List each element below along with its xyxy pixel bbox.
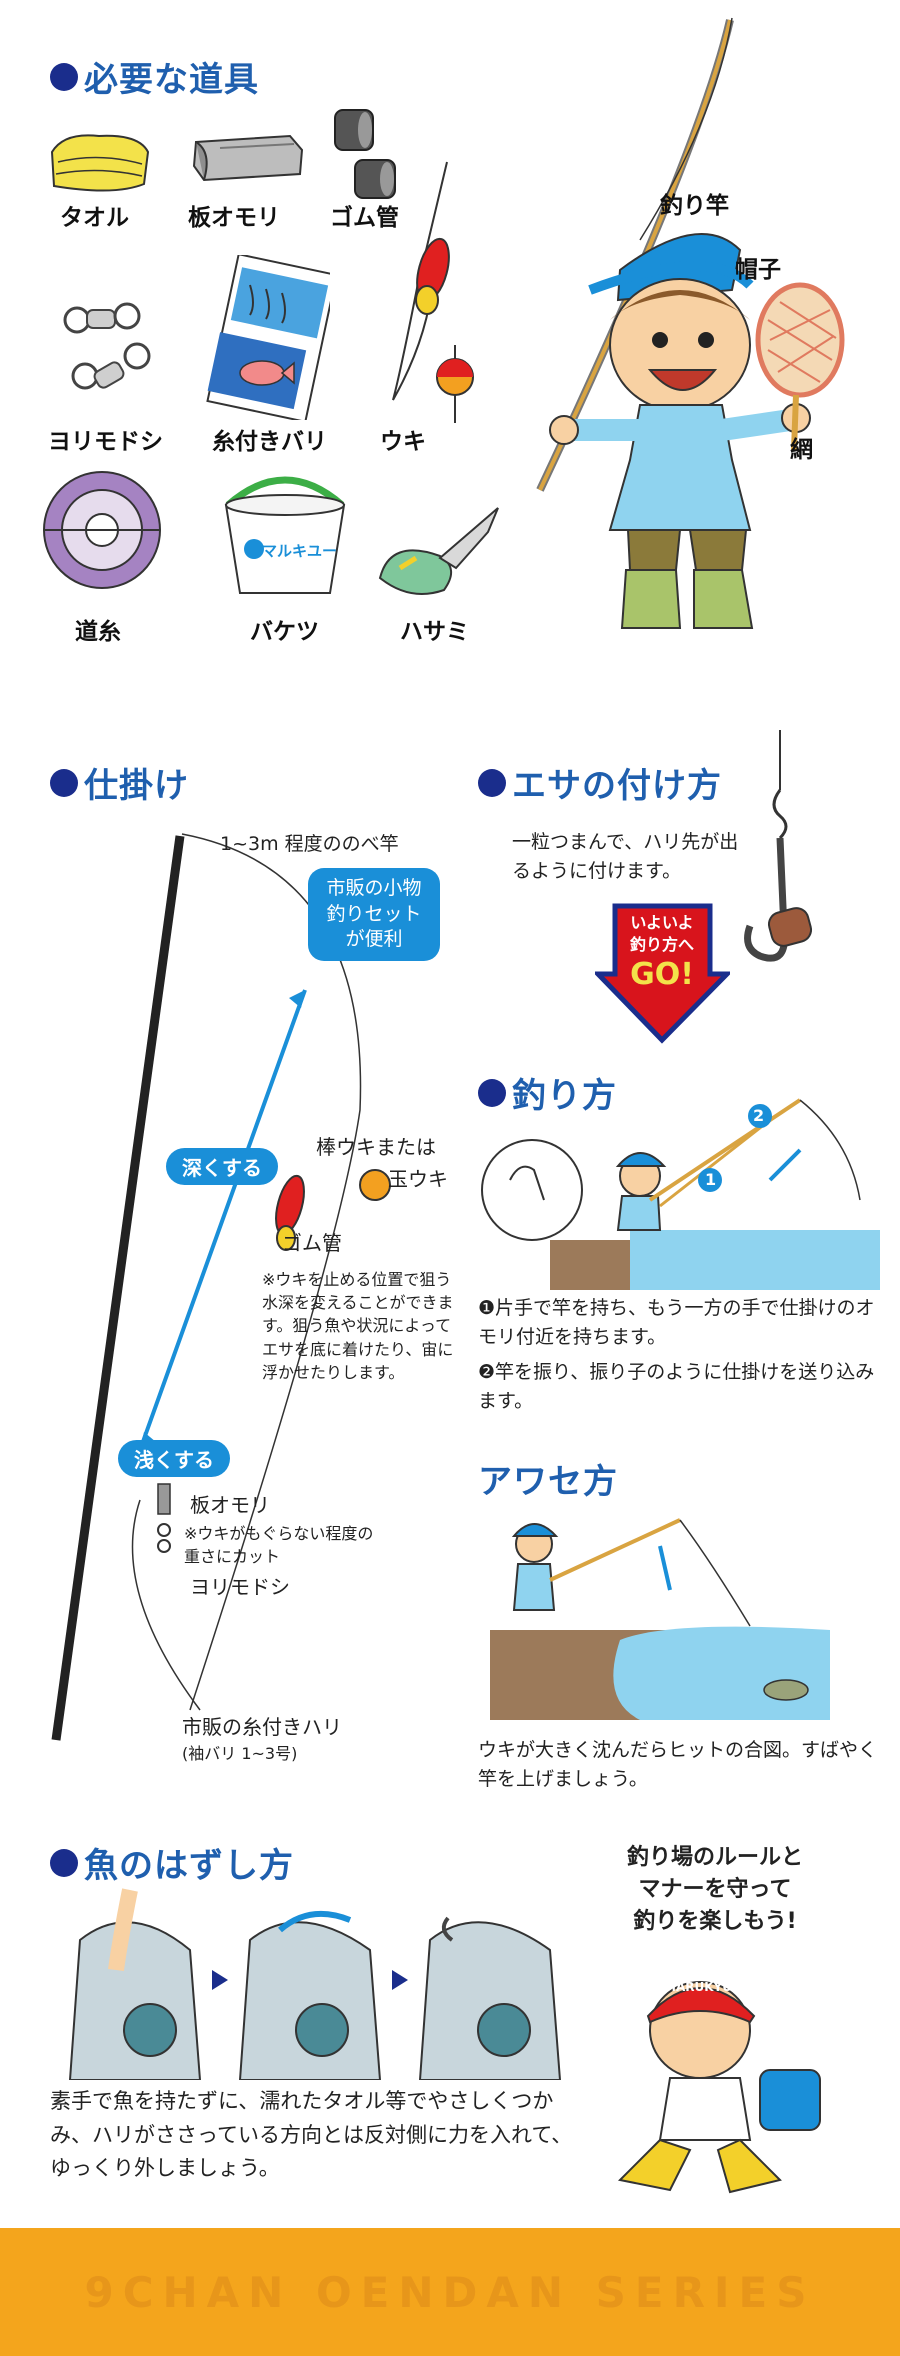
bucket-icon: [224, 476, 346, 594]
rig-float-label-1: 棒ウキまたは: [316, 1135, 436, 1159]
towel-icon: [50, 134, 150, 192]
bullet-dot-icon: [478, 768, 506, 797]
running-boy-illustration: [617, 1981, 821, 2194]
tool-label-rod: 釣り竿: [660, 193, 729, 219]
rig-tube-label: ゴム管: [282, 1231, 342, 1255]
go-line-2: 釣り方へ: [629, 934, 694, 954]
howto-step-1: ❶片手で竿を持ち、もう一方の手で仕掛けのオモリ付近を持ちます。: [478, 1297, 875, 1349]
section-heading-rig: 仕掛け: [50, 758, 189, 807]
tool-label-line: 道糸: [75, 619, 121, 645]
rig-swivel-label: ヨリモドシ: [190, 1575, 290, 1599]
rig-kit-bubble: 市販の小物釣りセットが便利: [308, 868, 440, 961]
section-heading-howto: 釣り方: [478, 1068, 617, 1117]
rig-shallower-label: 浅くする: [118, 1440, 230, 1477]
manners-line-1: 釣り場のルールと: [626, 1845, 803, 1870]
step-2-badge: 2: [753, 1106, 765, 1125]
section-heading-unhook: 魚のはずし方: [50, 1838, 294, 1887]
tool-label-net: 網: [790, 437, 813, 463]
section-heading-tools: 必要な道具: [50, 52, 259, 101]
rubber-tube-icon: [334, 109, 396, 199]
rig-hook-size: (袖バリ 1~3号): [182, 1744, 298, 1763]
step-1-badge: 1: [705, 1170, 717, 1189]
bullet-dot-icon: [50, 768, 78, 797]
tool-label-towel: タオル: [60, 205, 129, 231]
footer-series-text: 9CHAN OENDAN SERIES: [84, 2268, 816, 2317]
baited-hook-icon: [744, 730, 813, 962]
bullet-dot-icon: [50, 1848, 78, 1877]
heading-text: 魚のはずし方: [84, 1846, 294, 1886]
strike-text: ウキが大きく沈んだらヒットの合図。すばやく竿を上げましょう。: [478, 1739, 878, 1791]
tool-label-bucket: バケツ: [250, 619, 319, 645]
rig-float-label-2: 玉ウキ: [388, 1167, 448, 1191]
casting-illustration: [481, 1098, 880, 1290]
rig-tube-note: ※ウキを止める位置で狙う水深を変えることができます。狙う魚や状況によってエサを底…: [262, 1270, 454, 1382]
footer-banner: 9CHAN OENDAN SERIES: [0, 2228, 900, 2356]
strike-illustration: [490, 1518, 830, 1720]
unhook-step-2: [238, 1911, 382, 2080]
lead-sinker-icon: [192, 134, 304, 182]
rig-rod-label: 1~3m 程度ののべ竿: [220, 833, 399, 855]
manners-line-2: マナーを守って: [638, 1876, 792, 1902]
boy-angler-illustration: [536, 17, 845, 629]
go-big: GO!: [630, 957, 694, 993]
tool-label-scissors: ハサミ: [400, 619, 469, 645]
rig-sinker-note: ※ウキがもぐらない程度の重さにカット: [184, 1524, 374, 1567]
ball-float-icon: [436, 345, 474, 423]
bullet-dot-icon: [478, 1078, 506, 1107]
hook-packet-icon: [206, 255, 330, 420]
tool-label-rubber-tube: ゴム管: [330, 205, 399, 231]
unhook-step-1: [68, 1888, 202, 2080]
rig-deeper-label: 深くする: [166, 1148, 278, 1185]
heading-text: 必要な道具: [84, 60, 259, 100]
heading-text: エサの付け方: [512, 766, 722, 806]
tool-label-sinker: 板オモリ: [188, 205, 280, 231]
scissors-icon: [378, 507, 499, 595]
heading-text: 仕掛け: [84, 766, 189, 806]
go-badge-text: いよいよ 釣り方へ GO!: [612, 912, 712, 996]
tool-label-float: ウキ: [380, 429, 426, 455]
tool-label-hat: 帽子: [735, 257, 781, 283]
line-spool-icon: [43, 471, 161, 589]
rig-hook-label: 市販の糸付きハリ: [182, 1715, 342, 1739]
tool-label-swivel: ヨリモドシ: [48, 429, 163, 455]
manners-message: 釣り場のルールと マナーを守って 釣りを楽しもう!: [600, 1842, 830, 1938]
float-icon: [392, 161, 450, 401]
go-line-1: いよいよ: [630, 913, 694, 932]
rig-sinker-label: 板オモリ: [190, 1493, 270, 1517]
tool-label-hook: 糸付きバリ: [212, 429, 327, 455]
swivel-icon: [63, 302, 151, 390]
howto-step-2: ❷竿を振り、振り子のように仕掛けを送り込みます。: [478, 1361, 875, 1413]
heading-text: アワセ方: [478, 1462, 618, 1502]
unhook-step-3: [418, 1916, 562, 2080]
unhook-text: 素手で魚を持たずに、濡れたタオル等でやさしくつかみ、ハリがささっている方向とは反…: [50, 2089, 573, 2181]
section-heading-strike: アワセ方: [478, 1454, 618, 1503]
bait-text: 一粒つまんで、ハリ先が出るように付けます。: [512, 831, 739, 883]
section-heading-bait: エサの付け方: [478, 758, 722, 807]
heading-text: 釣り方: [512, 1076, 617, 1116]
go-arrow-badge: [595, 903, 730, 1044]
rig-diagram: [51, 833, 391, 1741]
unhook-steps-illustration: [68, 1888, 562, 2080]
bullet-dot-icon: [50, 62, 78, 91]
manners-line-3: 釣りを楽しもう!: [633, 1908, 797, 1934]
cap-brand-text: MARUKYU: [664, 1980, 732, 1994]
bucket-brand-text: マルキユー: [262, 542, 338, 560]
